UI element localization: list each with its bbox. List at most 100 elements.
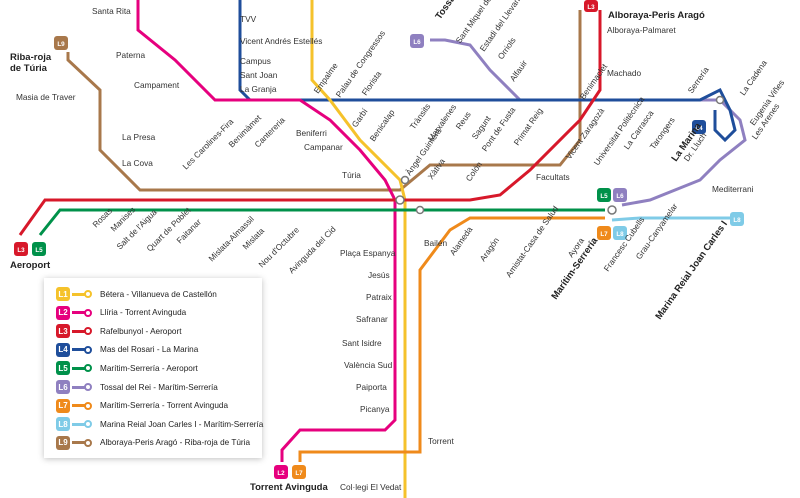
badge-l6-tossal[interactable]: L6 bbox=[410, 34, 424, 48]
station-dots[interactable] bbox=[395, 95, 725, 215]
station-xativa[interactable]: Xàtiva bbox=[425, 156, 447, 181]
line-l7[interactable] bbox=[298, 216, 605, 462]
station-tarongers[interactable]: Tarongers bbox=[647, 115, 676, 151]
terminal-marina-reial: Marina Reial Joan Carles I bbox=[653, 219, 730, 322]
svg-text:L4: L4 bbox=[695, 125, 703, 132]
station-alboraya-palmaret[interactable]: Alboraya-Palmaret bbox=[607, 25, 676, 35]
station-dot-icon bbox=[84, 401, 92, 410]
terminal-riba-roja-2: de Túria bbox=[10, 63, 48, 74]
station-santa-rita[interactable]: Santa Rita bbox=[92, 6, 131, 16]
station-benimaclet[interactable]: Benimaclet bbox=[577, 61, 609, 101]
line-l9[interactable] bbox=[66, 10, 582, 192]
line-swatch bbox=[72, 292, 86, 296]
station-placa-espanya[interactable]: Plaça Espanya bbox=[340, 248, 396, 258]
badge-l2[interactable]: L2 bbox=[274, 465, 288, 479]
station-sant-joan[interactable]: Sant Joan bbox=[240, 70, 278, 80]
station-mediterrani[interactable]: Mediterrani bbox=[712, 184, 754, 194]
badge-l7-maritim[interactable]: L7 bbox=[597, 226, 611, 240]
station-tvv[interactable]: TVV bbox=[240, 14, 257, 24]
badge-l5-maritim[interactable]: L5 bbox=[597, 188, 611, 202]
station-campus[interactable]: Campus bbox=[240, 56, 271, 66]
badge-l4[interactable]: L4 bbox=[692, 120, 706, 134]
svg-text:L7: L7 bbox=[600, 231, 608, 238]
line-badge: L7 bbox=[56, 398, 70, 413]
svg-text:L2: L2 bbox=[277, 470, 285, 477]
station-benicalap[interactable]: Benicalap bbox=[367, 107, 396, 143]
line-swatch bbox=[72, 366, 86, 370]
station-campanar[interactable]: Campanar bbox=[304, 142, 343, 152]
station-jesus[interactable]: Jesús bbox=[368, 270, 390, 280]
station-turia[interactable]: Túria bbox=[342, 170, 361, 180]
station-la-cova[interactable]: La Cova bbox=[122, 158, 153, 168]
station-orriols[interactable]: Orriols bbox=[495, 35, 517, 61]
station-garbi[interactable]: Garbí bbox=[349, 106, 369, 129]
badge-l5[interactable]: L5 bbox=[32, 242, 46, 256]
station-paterna[interactable]: Paterna bbox=[116, 50, 145, 60]
line-l5[interactable] bbox=[38, 208, 605, 236]
line-swatch bbox=[72, 422, 86, 426]
badge-l8-maritim[interactable]: L8 bbox=[613, 226, 627, 240]
station-paiporta[interactable]: Paiporta bbox=[356, 382, 387, 392]
legend-label: Marítim-Serrería - Aeroport bbox=[100, 363, 198, 373]
station-torrent[interactable]: Torrent bbox=[428, 436, 455, 446]
station-facultats[interactable]: Facultats bbox=[536, 172, 570, 182]
station-picanya[interactable]: Picanya bbox=[360, 404, 390, 414]
badge-l6-maritim[interactable]: L6 bbox=[613, 188, 627, 202]
station-grau-canyamelar[interactable]: Grau-Canyamelar bbox=[633, 201, 679, 261]
svg-text:L5: L5 bbox=[35, 247, 43, 254]
station-la-presa[interactable]: La Presa bbox=[122, 132, 156, 142]
line-l8[interactable] bbox=[611, 216, 730, 222]
line-l2[interactable] bbox=[136, 0, 397, 462]
station-transits[interactable]: Trànsits bbox=[407, 101, 432, 131]
svg-text:L6: L6 bbox=[616, 193, 624, 200]
station-valencia-sud[interactable]: València Sud bbox=[344, 360, 393, 370]
station-francesc-cubells[interactable]: Francesc Cubells bbox=[601, 215, 646, 273]
badge-l8-marina[interactable]: L8 bbox=[730, 212, 744, 226]
station-collegi-vedat[interactable]: Col·legi El Vedat bbox=[340, 482, 402, 492]
terminal-alboraya: Alboraya-Peris Aragó bbox=[608, 10, 705, 21]
station-aragon[interactable]: Aragón bbox=[477, 235, 501, 263]
station-la-cadena[interactable]: La Cadena bbox=[737, 58, 769, 97]
station-colon[interactable]: Colón bbox=[463, 159, 484, 183]
line-l4[interactable] bbox=[238, 0, 737, 143]
station-amistat[interactable]: Amistat-Casa de Salud bbox=[503, 204, 560, 280]
svg-text:L8: L8 bbox=[616, 231, 624, 238]
station-campament[interactable]: Campament bbox=[134, 80, 180, 90]
station-sant-isidre[interactable]: Sant Isidre bbox=[342, 338, 382, 348]
station-machado[interactable]: Machado bbox=[607, 68, 642, 78]
station-dot-icon bbox=[84, 364, 92, 373]
legend-label: Alboraya-Peris Aragó - Riba-roja de Túri… bbox=[100, 438, 251, 448]
station-patraix[interactable]: Patraix bbox=[366, 292, 393, 302]
legend-label: Mas del Rosari - La Marina bbox=[100, 345, 199, 355]
station-reus[interactable]: Reus bbox=[453, 110, 472, 132]
station-florista[interactable]: Florista bbox=[359, 69, 383, 97]
station-beniferri[interactable]: Beniferri bbox=[296, 128, 327, 138]
badge-l3[interactable]: L3 bbox=[14, 242, 28, 256]
badge-l9[interactable]: L9 bbox=[54, 36, 68, 50]
station-safranar[interactable]: Safranar bbox=[356, 314, 388, 324]
svg-text:L8: L8 bbox=[733, 217, 741, 224]
line-badge: L2 bbox=[56, 305, 70, 320]
station-alfauir[interactable]: Alfauir bbox=[507, 58, 529, 83]
station-serreria[interactable]: Serrería bbox=[685, 65, 711, 96]
station-bailen[interactable]: Bailén bbox=[424, 238, 447, 248]
station-vicent-andres[interactable]: Vicent Andrés Estellés bbox=[240, 36, 322, 46]
badge-l3-alboraya[interactable]: L3 bbox=[584, 0, 598, 12]
station-la-granja[interactable]: La Granja bbox=[240, 84, 277, 94]
terminal-riba-roja-1: Riba-roja bbox=[10, 52, 52, 63]
line-swatch bbox=[72, 329, 86, 333]
station-masia-de-traver[interactable]: Masia de Traver bbox=[16, 92, 76, 102]
line-l3[interactable] bbox=[18, 10, 602, 236]
legend-label: Tossal del Rei - Marítim-Serrería bbox=[100, 382, 218, 392]
badge-l7[interactable]: L7 bbox=[292, 465, 306, 479]
